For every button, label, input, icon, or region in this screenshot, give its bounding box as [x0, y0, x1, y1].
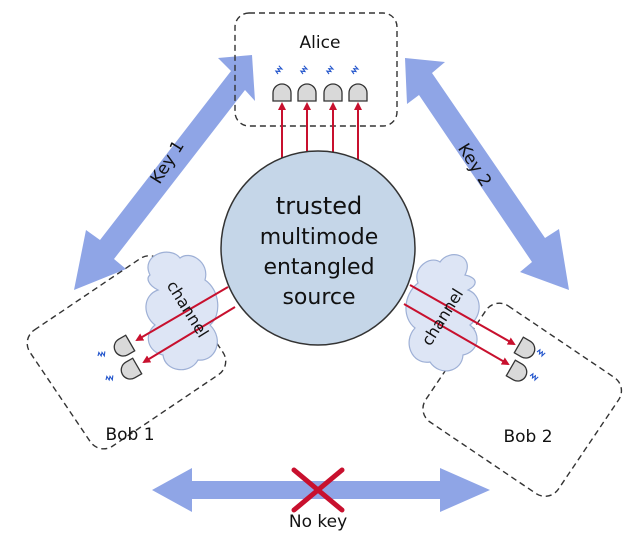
photon-icon [350, 64, 360, 76]
source-label-line2: multimode [260, 225, 379, 250]
bob1-beams [135, 286, 236, 364]
photon-icon [104, 373, 115, 383]
key2-arrow [405, 58, 569, 290]
source-label-line4: source [282, 285, 355, 310]
bob2-detector-icon [505, 359, 531, 385]
alice-detector-icon [272, 83, 292, 102]
no-key-cross-icon [291, 467, 345, 513]
bob1-detector-icon [110, 334, 136, 360]
alice-detector-icon [348, 83, 368, 102]
photon-icon [96, 349, 107, 359]
photon-icon [299, 64, 309, 76]
bob1-detector-icon [117, 357, 143, 383]
photon-icon [274, 64, 284, 76]
alice-detectors [272, 64, 368, 102]
bob2-detectors [505, 336, 547, 385]
source-label-line3: entangled [263, 255, 374, 280]
source-label-line1: trusted [276, 192, 362, 220]
left-channel-cloud [145, 251, 219, 371]
bob1-detectors [96, 334, 143, 383]
right-channel-cloud [405, 254, 480, 372]
photon-icon [325, 64, 335, 76]
bob1-label: Bob 1 [105, 425, 154, 445]
no-key-label: No key [289, 512, 347, 532]
bob2-beams [403, 284, 516, 365]
alice-box [234, 12, 398, 127]
key1-arrow [74, 55, 255, 290]
bob2-label: Bob 2 [503, 427, 552, 447]
photon-icon [535, 348, 547, 358]
bob1-box [26, 255, 227, 450]
entangled-source [220, 150, 416, 346]
alice-detector-icon [323, 83, 343, 102]
alice-label: Alice [300, 33, 341, 53]
bob2-detector-icon [513, 336, 539, 362]
photon-icon [528, 372, 540, 382]
alice-detector-icon [297, 83, 317, 102]
